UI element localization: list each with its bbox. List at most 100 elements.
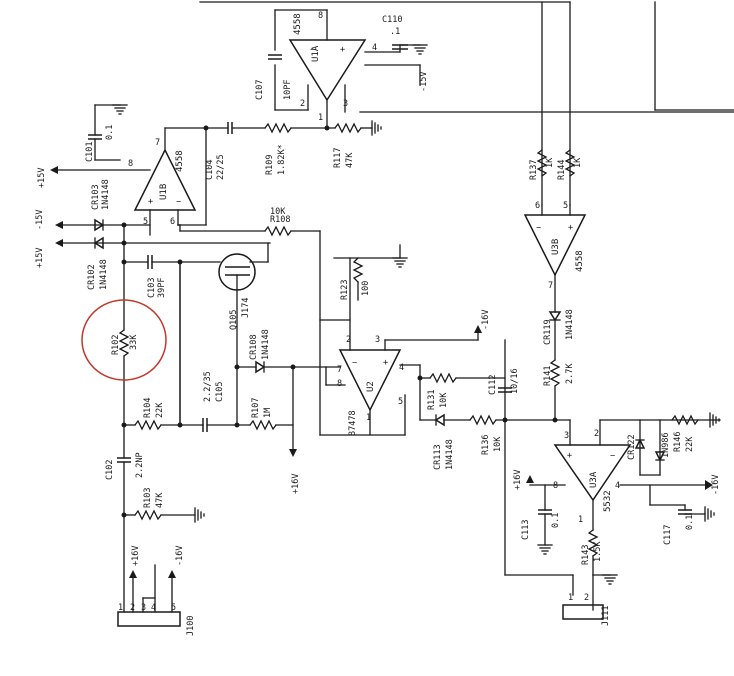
svg-text:1K: 1K [545, 157, 555, 168]
svg-text:10K: 10K [439, 392, 449, 408]
svg-text:+15V: +15V [35, 248, 45, 268]
svg-text:8: 8 [318, 11, 323, 21]
svg-text:1: 1 [318, 113, 323, 123]
svg-text:CR119: CR119 [543, 319, 553, 345]
svg-text:+16V: +16V [131, 546, 141, 566]
svg-text:U3A: U3A [589, 471, 599, 488]
svg-text:C105: C105 [215, 382, 225, 402]
svg-text:1: 1 [568, 593, 573, 603]
svg-text:3: 3 [564, 431, 569, 441]
svg-text:CR108: CR108 [249, 334, 259, 360]
svg-text:47K: 47K [155, 492, 165, 508]
svg-text:10K: 10K [493, 436, 503, 452]
u1a-part: 4558 [293, 13, 303, 35]
svg-text:22/25: 22/25 [216, 154, 226, 180]
feedback-u3a: CR122 1N986 R146 22K [627, 412, 720, 476]
resistor-r103: R103 47K [123, 488, 205, 523]
svg-text:J111: J111 [601, 606, 611, 626]
opamp-u1a: U1A 4558 −+ 8 4 2 3 1 C107 10PF C110 .1 … [255, 9, 429, 129]
svg-text:1N4148: 1N4148 [101, 179, 111, 210]
svg-text:+: + [148, 197, 153, 207]
svg-text:5532: 5532 [603, 490, 613, 512]
svg-text:R109: R109 [265, 155, 275, 175]
svg-text:−: − [176, 197, 181, 207]
svg-text:U3B: U3B [551, 239, 561, 255]
frame-lines [199, 1, 734, 206]
svg-text:39PF: 39PF [157, 278, 167, 298]
svg-text:−: − [610, 451, 615, 461]
svg-text:7: 7 [155, 138, 160, 148]
opamp-u2: U2 87478 −+ 2 3 4 7 8 1 5 R123 100 -16V [319, 244, 491, 436]
svg-text:+: + [340, 45, 345, 55]
svg-text:J100: J100 [186, 616, 196, 636]
svg-text:8: 8 [337, 379, 342, 389]
input-column: R102 33K C102 2.2NP [105, 224, 145, 613]
svg-text:1N4148: 1N4148 [99, 259, 109, 290]
svg-text:7: 7 [548, 281, 553, 291]
svg-text:R146: R146 [673, 432, 683, 452]
svg-text:C104: C104 [205, 160, 215, 180]
svg-text:C117: C117 [663, 525, 673, 545]
feedback-network: C104 22/25 R109 1.82K* R117 47K [164, 120, 382, 180]
svg-text:+15V: +15V [37, 168, 47, 188]
svg-text:C101: C101 [85, 142, 95, 162]
svg-text:-16V: -16V [481, 310, 491, 330]
opamp-u1b: U1B 4558 +− 7 8 5 6 +15V [37, 127, 207, 236]
svg-text:R102: R102 [111, 335, 121, 355]
svg-text:+: + [383, 358, 388, 368]
svg-text:R108: R108 [270, 215, 290, 225]
svg-text:1M: 1M [263, 408, 273, 418]
cap-c101: C101 0.1 [85, 104, 128, 162]
svg-text:1N4148: 1N4148 [445, 439, 455, 470]
svg-text:-16V: -16V [175, 546, 185, 566]
svg-text:5: 5 [398, 397, 403, 407]
svg-text:33K: 33K [129, 334, 139, 350]
svg-text:R141: R141 [543, 366, 553, 386]
svg-text:.1: .1 [390, 27, 400, 37]
svg-text:R131: R131 [427, 390, 437, 410]
u1a-label: U1A [311, 45, 321, 62]
svg-text:CR103: CR103 [91, 184, 101, 210]
svg-text:R137: R137 [529, 160, 539, 180]
svg-text:1: 1 [118, 603, 123, 613]
svg-text:1.5K: 1.5K [593, 541, 603, 562]
svg-text:+16V: +16V [513, 470, 523, 490]
svg-text:4: 4 [151, 603, 156, 613]
resistor-r108: R108 10K [177, 207, 321, 436]
svg-text:R143: R143 [581, 545, 591, 565]
svg-text:1K: 1K [573, 157, 583, 168]
svg-text:R144: R144 [557, 160, 567, 180]
input-protection: -15V CR103 1N4148 +15V CR102 1N4148 [35, 179, 271, 290]
output-network-u2: R131 10K C112 10/16 CR113 1N4148 R136 10… [419, 339, 574, 596]
highlight-circle [81, 299, 167, 381]
svg-text:6: 6 [170, 217, 175, 227]
opamp-u3b: U3B 4558 −+ 6 5 7 R137 1K R144 1K CR119 … [523, 149, 587, 421]
svg-text:0.1: 0.1 [685, 515, 695, 530]
svg-text:U1B: U1B [159, 184, 169, 200]
svg-text:+: + [567, 451, 572, 461]
svg-text:1N4148: 1N4148 [565, 309, 575, 340]
connector-j100: +16V -16V 1 2 3 4 5 J100 [117, 261, 196, 636]
jfet-q105: Q105 J174 [218, 242, 269, 368]
connector-j111: 1 2 J111 [562, 574, 618, 626]
svg-text:R103: R103 [143, 488, 153, 508]
svg-text:87478: 87478 [348, 410, 358, 436]
svg-text:4: 4 [399, 363, 404, 373]
svg-text:2: 2 [130, 603, 135, 613]
svg-text:−: − [352, 358, 357, 368]
svg-text:-15V: -15V [419, 72, 429, 92]
svg-text:4: 4 [615, 481, 620, 491]
svg-text:2: 2 [300, 99, 305, 109]
svg-text:2.2NP: 2.2NP [135, 452, 145, 478]
svg-text:+: + [568, 223, 573, 233]
svg-text:J174: J174 [241, 298, 251, 318]
svg-text:C107: C107 [255, 80, 265, 100]
svg-text:1: 1 [366, 413, 371, 423]
svg-text:R117: R117 [333, 148, 343, 168]
svg-text:−: − [310, 45, 315, 55]
bias-row: R104 22K 2.2/35 C105 R107 1M +16V [123, 366, 301, 494]
svg-text:22K: 22K [155, 402, 165, 418]
svg-text:Q105: Q105 [229, 310, 239, 330]
svg-text:0.1: 0.1 [551, 513, 561, 528]
svg-text:R104: R104 [143, 398, 153, 418]
